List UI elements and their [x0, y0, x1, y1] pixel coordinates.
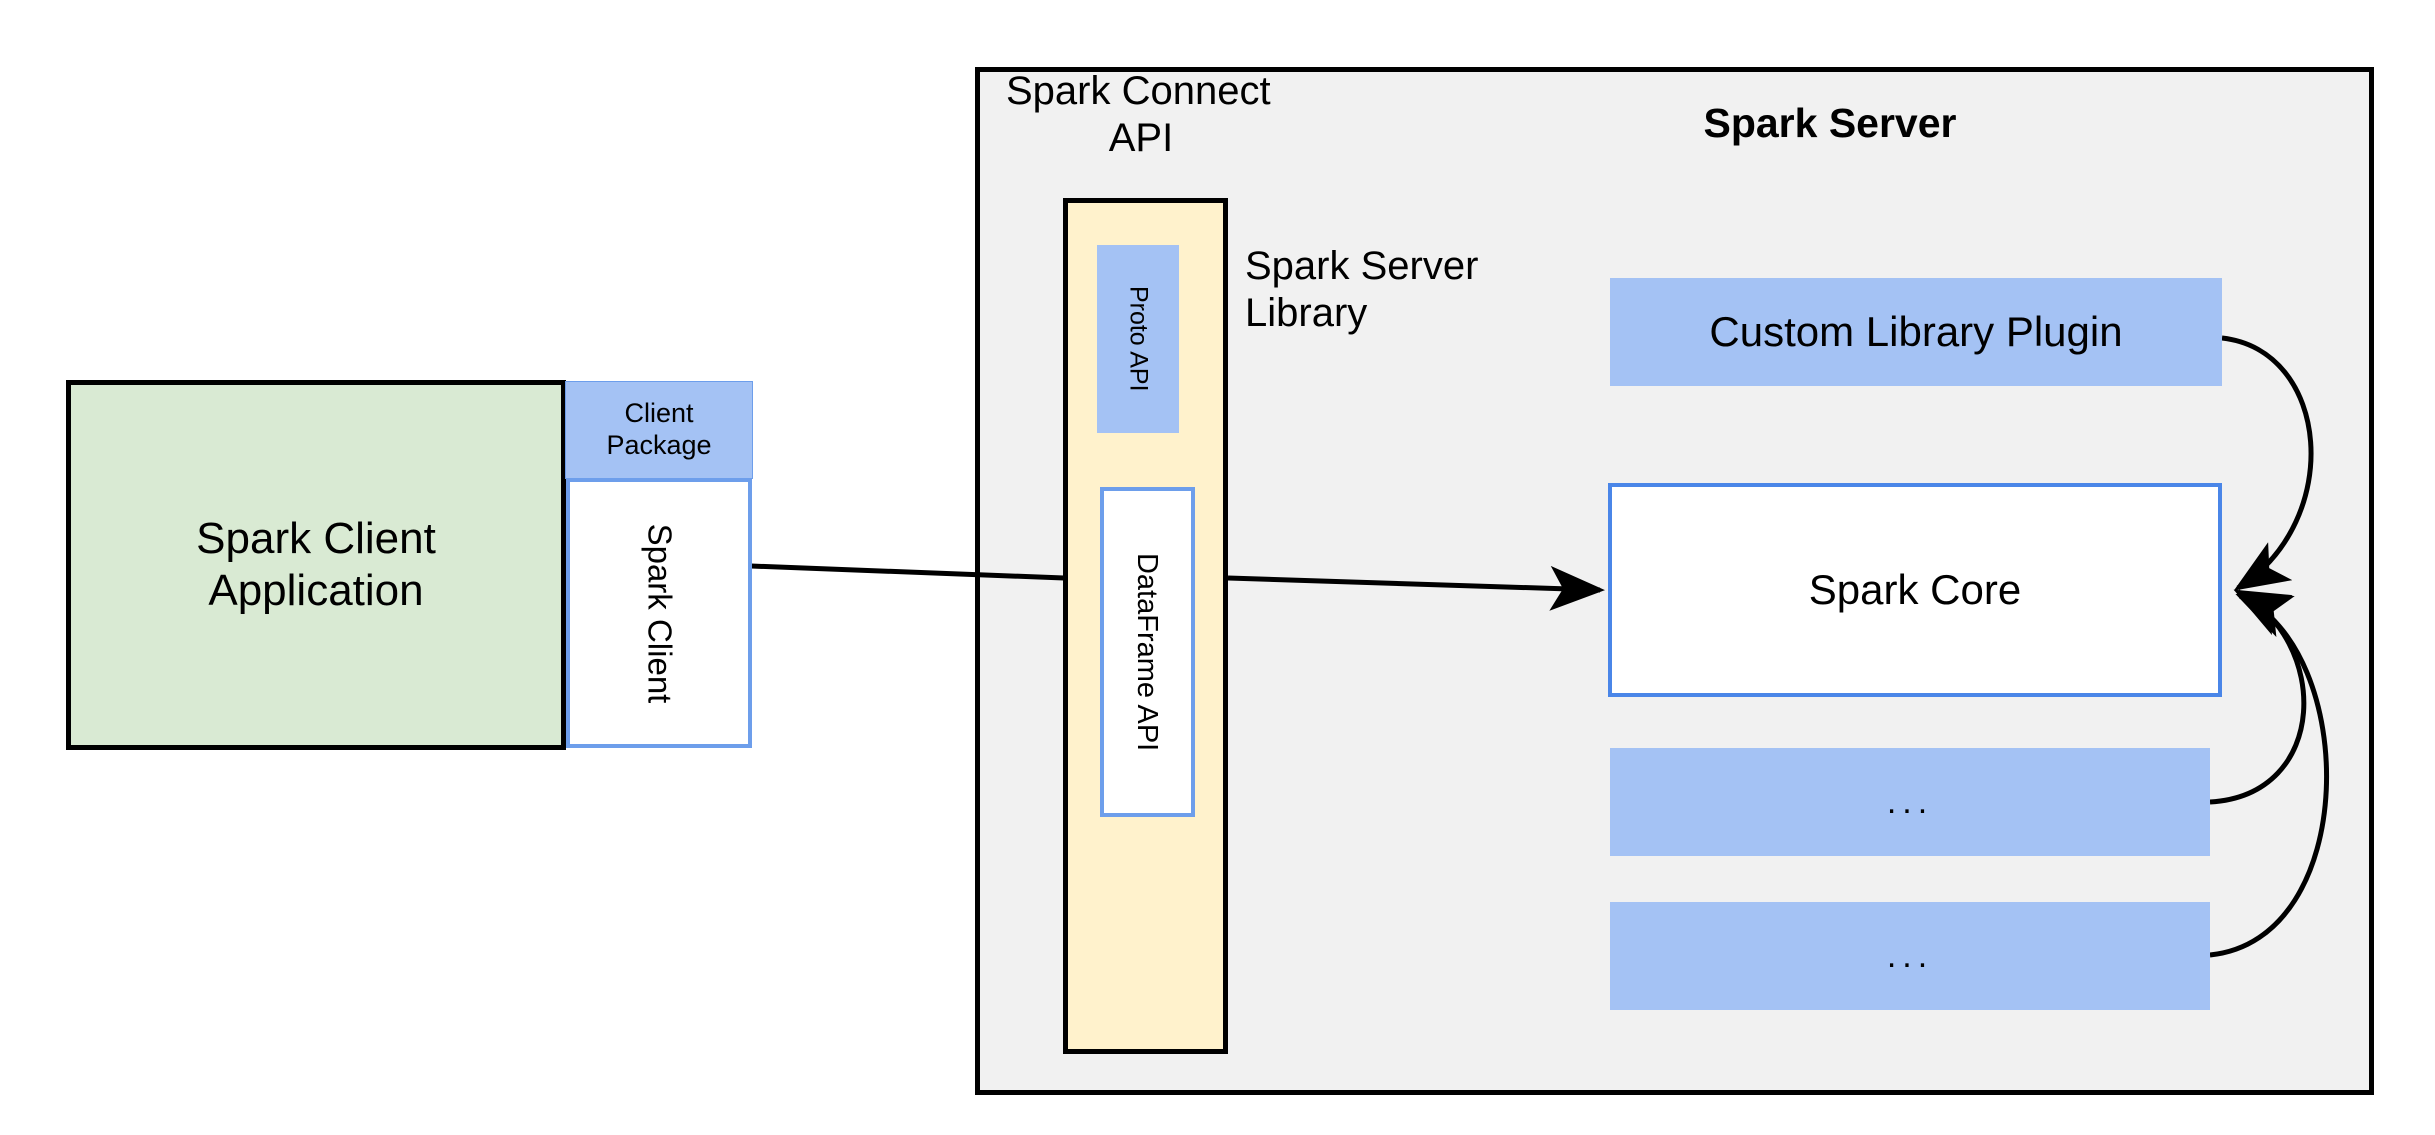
- spark-client-box: Spark Client: [566, 478, 752, 748]
- custom-library-plugin-box: Custom Library Plugin: [1610, 278, 2222, 386]
- spark-client-application-box: Spark Client Application: [66, 380, 566, 750]
- placeholder-component-box-2: ...: [1610, 902, 2210, 1010]
- spark-connect-api-label: Spark Connect API: [1006, 69, 1271, 161]
- dataframe-api-label: DataFrame API: [1131, 552, 1164, 752]
- spark-server-library-label: Spark Server Library: [1245, 244, 1479, 336]
- spark-core-label: Spark Core: [1808, 566, 2022, 614]
- client-package-box: Client Package: [565, 381, 753, 479]
- spark-client-label: Spark Client: [641, 523, 679, 703]
- custom-library-plugin-label: Custom Library Plugin: [1709, 308, 2123, 356]
- spark-connect-api-column: [1063, 198, 1228, 1054]
- placeholder-component-box-1: ...: [1610, 748, 2210, 856]
- proto-api-label: Proto API: [1124, 286, 1153, 392]
- spark-core-box: Spark Core: [1608, 483, 2222, 697]
- client-package-label: Client Package: [606, 398, 712, 460]
- spark-client-application-label: Spark Client Application: [196, 514, 436, 615]
- dataframe-api-box: DataFrame API: [1100, 487, 1195, 817]
- placeholder-component-label-2: ...: [1886, 936, 1934, 975]
- placeholder-component-label-1: ...: [1886, 782, 1934, 821]
- spark-server-title: Spark Server: [1703, 99, 1957, 146]
- proto-api-box: Proto API: [1097, 245, 1179, 433]
